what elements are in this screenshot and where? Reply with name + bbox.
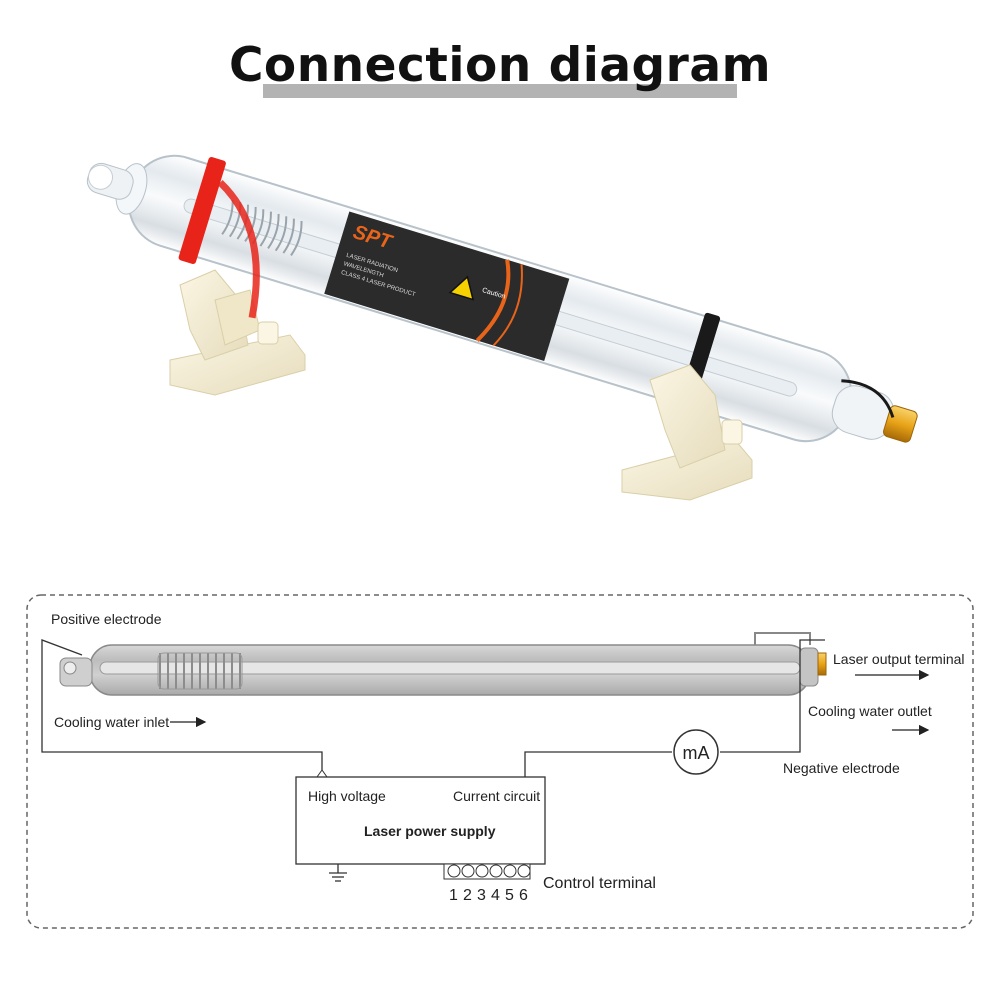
- page-title: Connection diagram: [228, 38, 772, 93]
- red-strap: [178, 156, 260, 319]
- negative-electrode-label: Negative electrode: [783, 760, 900, 776]
- power-supply-box: [295, 776, 546, 865]
- tube-stand-right: [621, 364, 753, 501]
- cooling-water-inlet-label: Cooling water inlet: [54, 714, 169, 730]
- high-voltage-label: High voltage: [308, 788, 386, 804]
- terminal-number-2: 2: [463, 887, 472, 904]
- control-terminal-label: Control terminal: [543, 875, 656, 892]
- terminal-number-4: 4: [491, 887, 500, 904]
- schematic-wires: [41, 639, 825, 777]
- warning-triangle-icon: [448, 275, 475, 301]
- terminal-number-5: 5: [505, 887, 514, 904]
- power-supply-label: Laser power supply: [364, 823, 496, 839]
- laser-tube-photo: SPT LASER RADIATION WAVELENGTH CLASS 4 L…: [86, 154, 918, 501]
- terminal-number-1: 1: [449, 887, 458, 904]
- laser-tube: SPT LASER RADIATION WAVELENGTH CLASS 4 L…: [86, 154, 918, 443]
- high-voltage-terminal: [316, 769, 328, 778]
- cooling-water-outlet-label: Cooling water outlet: [808, 703, 932, 719]
- ground-icon: [329, 864, 347, 882]
- positive-electrode-label: Positive electrode: [51, 611, 162, 627]
- product-label: SPT LASER RADIATION WAVELENGTH CLASS 4 L…: [324, 211, 570, 362]
- current-circuit-label: Current circuit: [453, 788, 540, 804]
- title-wrap: Connection diagram: [0, 38, 1000, 93]
- tube-stand-left: [169, 269, 306, 396]
- title-underline: [263, 84, 737, 98]
- schematic-tube: [59, 632, 827, 696]
- control-terminal-block: [443, 863, 531, 880]
- milliammeter: mA: [673, 729, 719, 775]
- terminal-number-6: 6: [519, 887, 528, 904]
- laser-output-terminal-label: Laser output terminal: [833, 651, 965, 667]
- meter-label: mA: [683, 743, 710, 763]
- diagram-frame: [26, 594, 974, 929]
- terminal-number-3: 3: [477, 887, 486, 904]
- schematic-coil: [159, 653, 241, 689]
